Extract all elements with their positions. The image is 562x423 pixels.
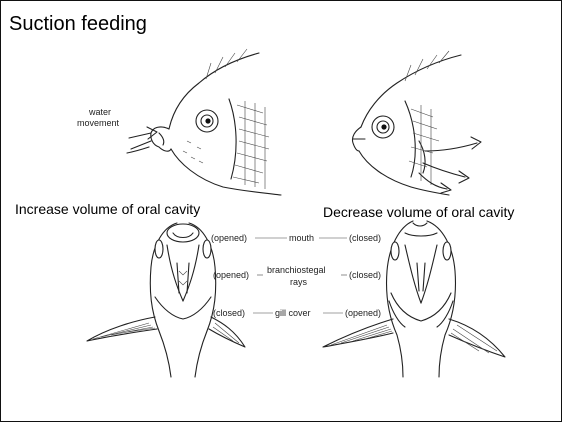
right-caption: Decrease volume of oral cavity bbox=[323, 204, 514, 220]
water-movement-label-line1: water bbox=[89, 107, 111, 117]
fish-ventral-view-left bbox=[87, 223, 245, 377]
left-mouth-state: (opened) bbox=[211, 233, 247, 243]
branchiostegal-label-line1: branchiostegal bbox=[267, 265, 326, 275]
right-gill-cover-state: (opened) bbox=[345, 308, 381, 318]
gill-cover-label: gill cover bbox=[275, 308, 311, 318]
right-mouth-state: (closed) bbox=[349, 233, 381, 243]
fish-ventral-view-right bbox=[323, 221, 505, 377]
leader-lines bbox=[253, 238, 347, 313]
fish-head-side-view-left bbox=[127, 49, 281, 195]
branchiostegal-label-line2: rays bbox=[290, 277, 307, 287]
water-movement-label-line2: movement bbox=[77, 118, 119, 128]
fish-head-side-view-right bbox=[352, 51, 481, 195]
mouth-label: mouth bbox=[289, 233, 314, 243]
right-branchiostegal-state: (closed) bbox=[349, 270, 381, 280]
left-gill-cover-state: (closed) bbox=[213, 308, 245, 318]
left-branchiostegal-state: (opened) bbox=[213, 270, 249, 280]
left-caption: Increase volume of oral cavity bbox=[15, 201, 200, 217]
